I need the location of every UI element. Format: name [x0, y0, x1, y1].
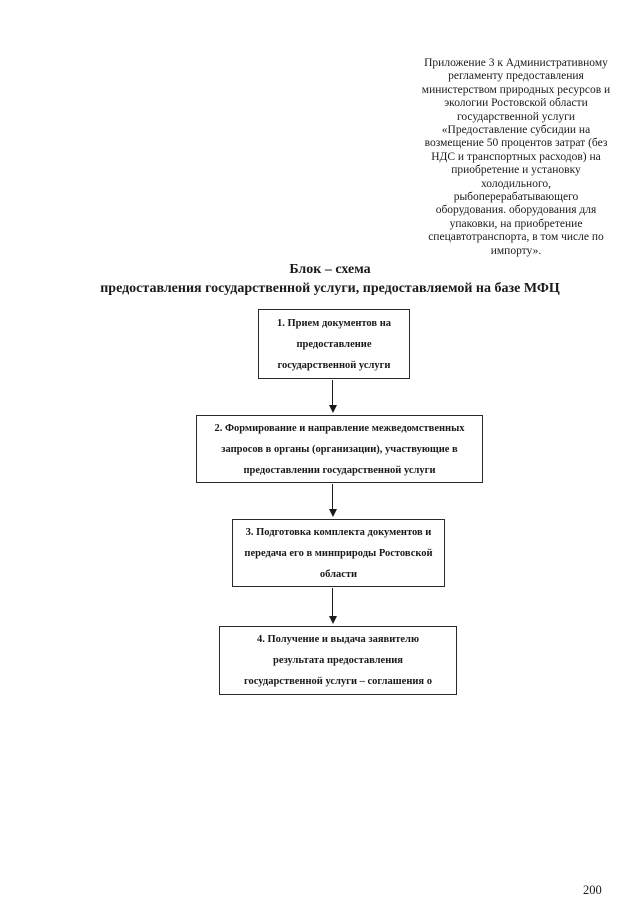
arrow-head: [328, 405, 337, 413]
page-title-line: Блок – схема: [289, 262, 371, 277]
arrow-shaft: [331, 484, 334, 509]
flow-step-3-text: передача его в минприроды Ростовской: [244, 547, 433, 559]
annotation-line: экологии Ростовской области: [444, 97, 588, 110]
flow-step-2-box: 2. Формирование и направление межведомст…: [196, 415, 483, 483]
flow-step-4-text: результата предоставления: [273, 655, 403, 666]
annotation-line: упаковки, на приобретение: [449, 217, 583, 230]
flow-step-4-text: государственной услуги – соглашения о: [244, 676, 432, 687]
annotation-line: импорту».: [490, 244, 542, 257]
flow-step-2-text: 2. Формирование и направление межведомст…: [214, 422, 465, 434]
flow-step-1-text: предоставление: [296, 338, 372, 350]
annotation-line: приобретение и установку: [451, 164, 581, 177]
annotation-line: рыбоперерабатывающего: [453, 191, 579, 204]
arrow-down-icon: [328, 588, 337, 624]
arrow-head: [328, 616, 337, 624]
flow-step-1-box: 1. Прием документов на предоставление го…: [258, 309, 410, 379]
flow-step-2-text: предоставлении государственной услуги: [243, 464, 436, 476]
arrow-down-icon: [328, 380, 337, 413]
annotation-line: «Предоставление субсидии на: [441, 124, 591, 137]
flow-step-2-text: запросов в органы (организации), участву…: [221, 443, 458, 455]
flow-step-4-box: 4. Получение и выдача заявителю результа…: [219, 626, 457, 695]
annotation-line: холодильного,: [480, 177, 552, 190]
flow-step-1-text: государственной услуги: [277, 359, 391, 371]
annotation-line: спецавтотранспорта, в том числе по: [428, 231, 604, 244]
annotation-line: регламенту предоставления: [448, 70, 584, 83]
page-title: Блок – схема предоставления государствен…: [30, 260, 630, 298]
page-number: 200: [583, 883, 602, 897]
arrow-shaft: [331, 380, 334, 405]
annotation-line: министерством природных ресурсов и: [421, 83, 611, 96]
arrow-down-icon: [328, 484, 337, 517]
flow-step-1-text: 1. Прием документов на: [276, 317, 392, 329]
appendix-annotation: Приложение 3 к Административному регламе…: [396, 57, 636, 258]
arrow-shaft: [331, 588, 334, 616]
annotation-line: Приложение 3 к Административному: [424, 57, 608, 69]
flow-step-3-box: 3. Подготовка комплекта документов и пер…: [232, 519, 445, 587]
flow-step-3-text: 3. Подготовка комплекта документов и: [245, 526, 432, 538]
flow-step-3-text: области: [319, 568, 358, 580]
annotation-line: возмещение 50 процентов затрат (без: [424, 137, 608, 150]
flow-step-4-text: 4. Получение и выдача заявителю: [257, 634, 419, 645]
annotation-line: оборудования. оборудования для: [435, 204, 597, 217]
arrow-head: [328, 509, 337, 517]
annotation-line: НДС и транспортных расходов) на: [431, 150, 601, 163]
page-title-line: предоставления государственной услуги, п…: [100, 281, 560, 296]
annotation-line: государственной услуги: [456, 110, 576, 123]
